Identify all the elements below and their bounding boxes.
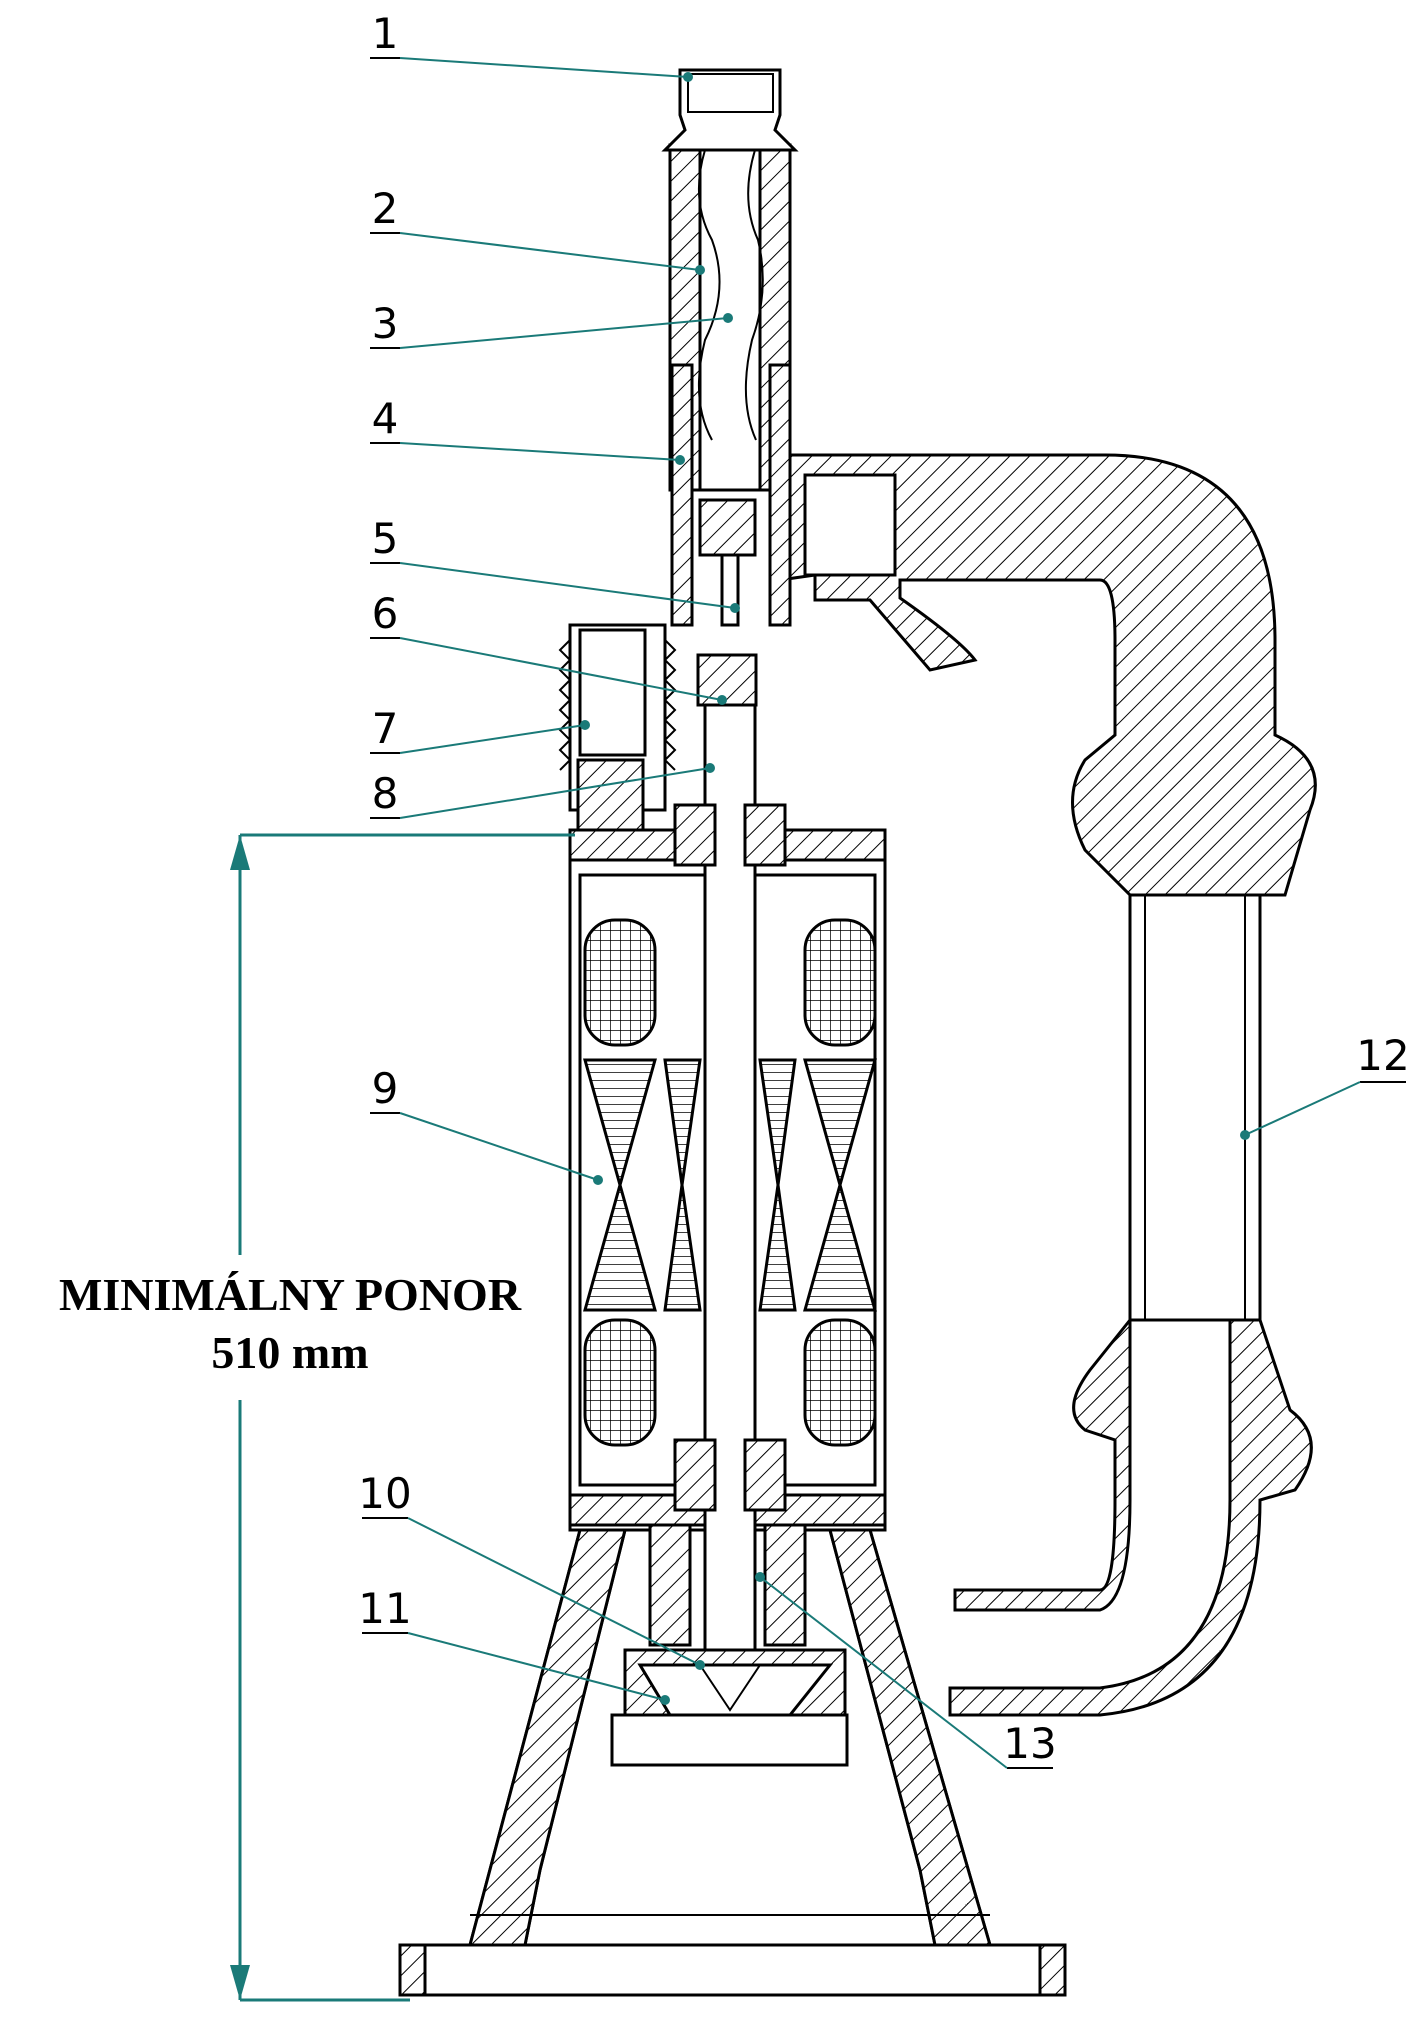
dimension-value: 510 mm [211, 1327, 368, 1378]
callout-label: 13 [1003, 1719, 1056, 1768]
callout-label: 3 [372, 299, 399, 348]
impeller-housing [610, 1523, 849, 1767]
threaded-connector [558, 623, 677, 832]
callout-4: 4 [370, 394, 685, 465]
callout-2: 2 [370, 184, 705, 275]
minimum-depth-dimension: MINIMÁLNY PONOR 510 mm [59, 833, 575, 2002]
callout-3: 3 [370, 299, 733, 349]
callout-12: 12 [1240, 1031, 1410, 1140]
callout-11: 11 [358, 1584, 670, 1705]
callout-label: 4 [372, 394, 399, 443]
callout-label: 12 [1356, 1031, 1409, 1080]
dimension-title: MINIMÁLNY PONOR [59, 1269, 522, 1320]
callout-label: 5 [372, 514, 399, 563]
callout-13: 13 [755, 1572, 1057, 1769]
callout-label: 10 [358, 1469, 411, 1518]
callout-9: 9 [370, 1064, 603, 1185]
callout-6: 6 [370, 589, 727, 705]
callout-label: 11 [358, 1584, 411, 1633]
callout-1: 1 [370, 9, 693, 82]
callout-label: 8 [372, 769, 399, 818]
callout-label: 6 [372, 589, 399, 638]
callout-label: 7 [372, 704, 399, 753]
callout-5: 5 [370, 514, 740, 613]
callout-label: 2 [372, 184, 399, 233]
callout-10: 10 [358, 1469, 705, 1670]
hose-assembly [661, 68, 799, 707]
motor-housing [568, 703, 887, 1657]
callout-8: 8 [370, 763, 715, 819]
callout-7: 7 [370, 704, 590, 754]
callout-label: 1 [372, 9, 399, 58]
discharge-pipe [778, 453, 1317, 1717]
callout-label: 9 [372, 1064, 399, 1113]
pump-base [398, 1528, 1067, 1997]
